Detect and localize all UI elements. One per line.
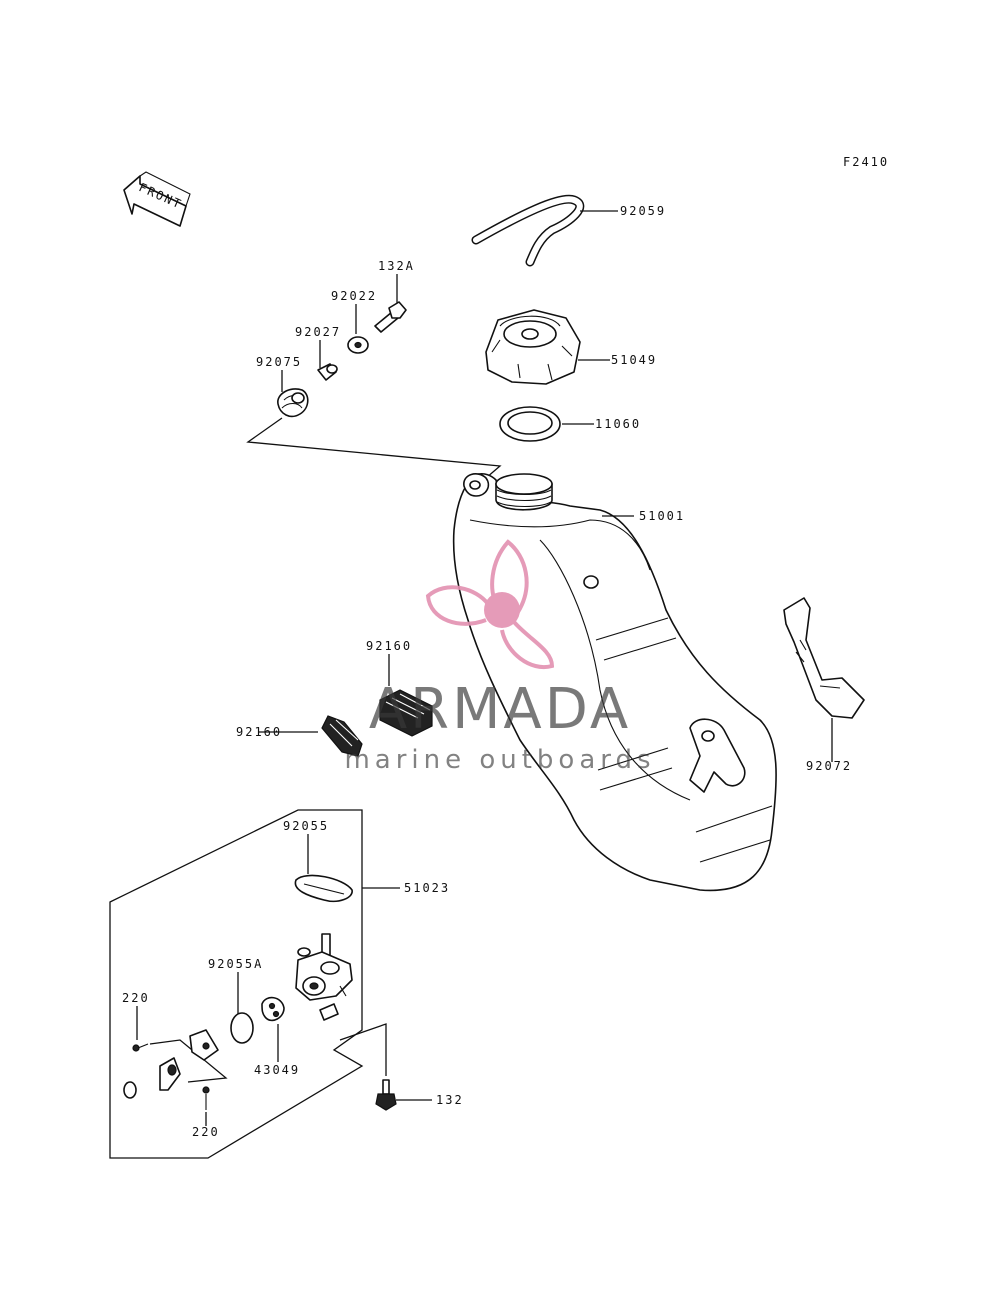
label-92072: 92072 [806,759,852,773]
gasket-43049 [261,996,285,1022]
label-51023: 51023 [404,881,450,895]
label-92055A: 92055A [208,957,263,971]
fuel-cap [485,309,581,385]
leader-92075-to-tank [246,417,502,479]
front-arrow-icon: FRONT [123,171,191,227]
figure-code: F2410 [843,155,889,169]
label-51049: 51049 [611,353,657,367]
label-92160-top: 92160 [366,639,412,653]
label-92075: 92075 [256,355,302,369]
bolt-132a [374,301,407,333]
watermark-brand: ARMADA [369,677,631,742]
fuel-cock-valve [295,933,353,1021]
gasket-11060 [499,406,561,442]
breather-hose [471,194,585,267]
label-51001: 51001 [639,509,685,523]
grommet-92075 [277,388,309,418]
label-92027: 92027 [295,325,341,339]
label-92055: 92055 [283,819,329,833]
screw-220-bottom [202,1086,210,1110]
damper-92160-top [379,689,433,737]
watermark-tagline: marine outboards [344,745,655,775]
label-92160-left: 92160 [236,725,282,739]
damper-92160-left [321,715,363,757]
tank-strap-92072 [783,597,865,719]
filter-92055 [294,874,353,903]
o-ring-92055A [230,1012,254,1044]
label-220-bottom: 220 [192,1125,220,1139]
collar-92027 [317,363,338,381]
label-132A: 132A [378,259,415,273]
cover-plate [189,1029,219,1061]
screw-220-top [132,1043,149,1052]
leader-132-path [339,1023,387,1076]
washer-92022 [347,336,369,354]
label-43049: 43049 [254,1063,300,1077]
fuel-tank [452,473,777,892]
label-220-top: 220 [122,991,150,1005]
label-92022: 92022 [331,289,377,303]
watermark-logo: ARMADA marine outboards [344,539,655,775]
bolt-132 [375,1079,397,1111]
label-11060: 11060 [595,417,641,431]
assembly-frame-51023 [109,809,364,1159]
label-92059: 92059 [620,204,666,218]
lever-knob [159,1057,181,1091]
o-ring-small [123,1081,137,1099]
label-132: 132 [436,1093,464,1107]
